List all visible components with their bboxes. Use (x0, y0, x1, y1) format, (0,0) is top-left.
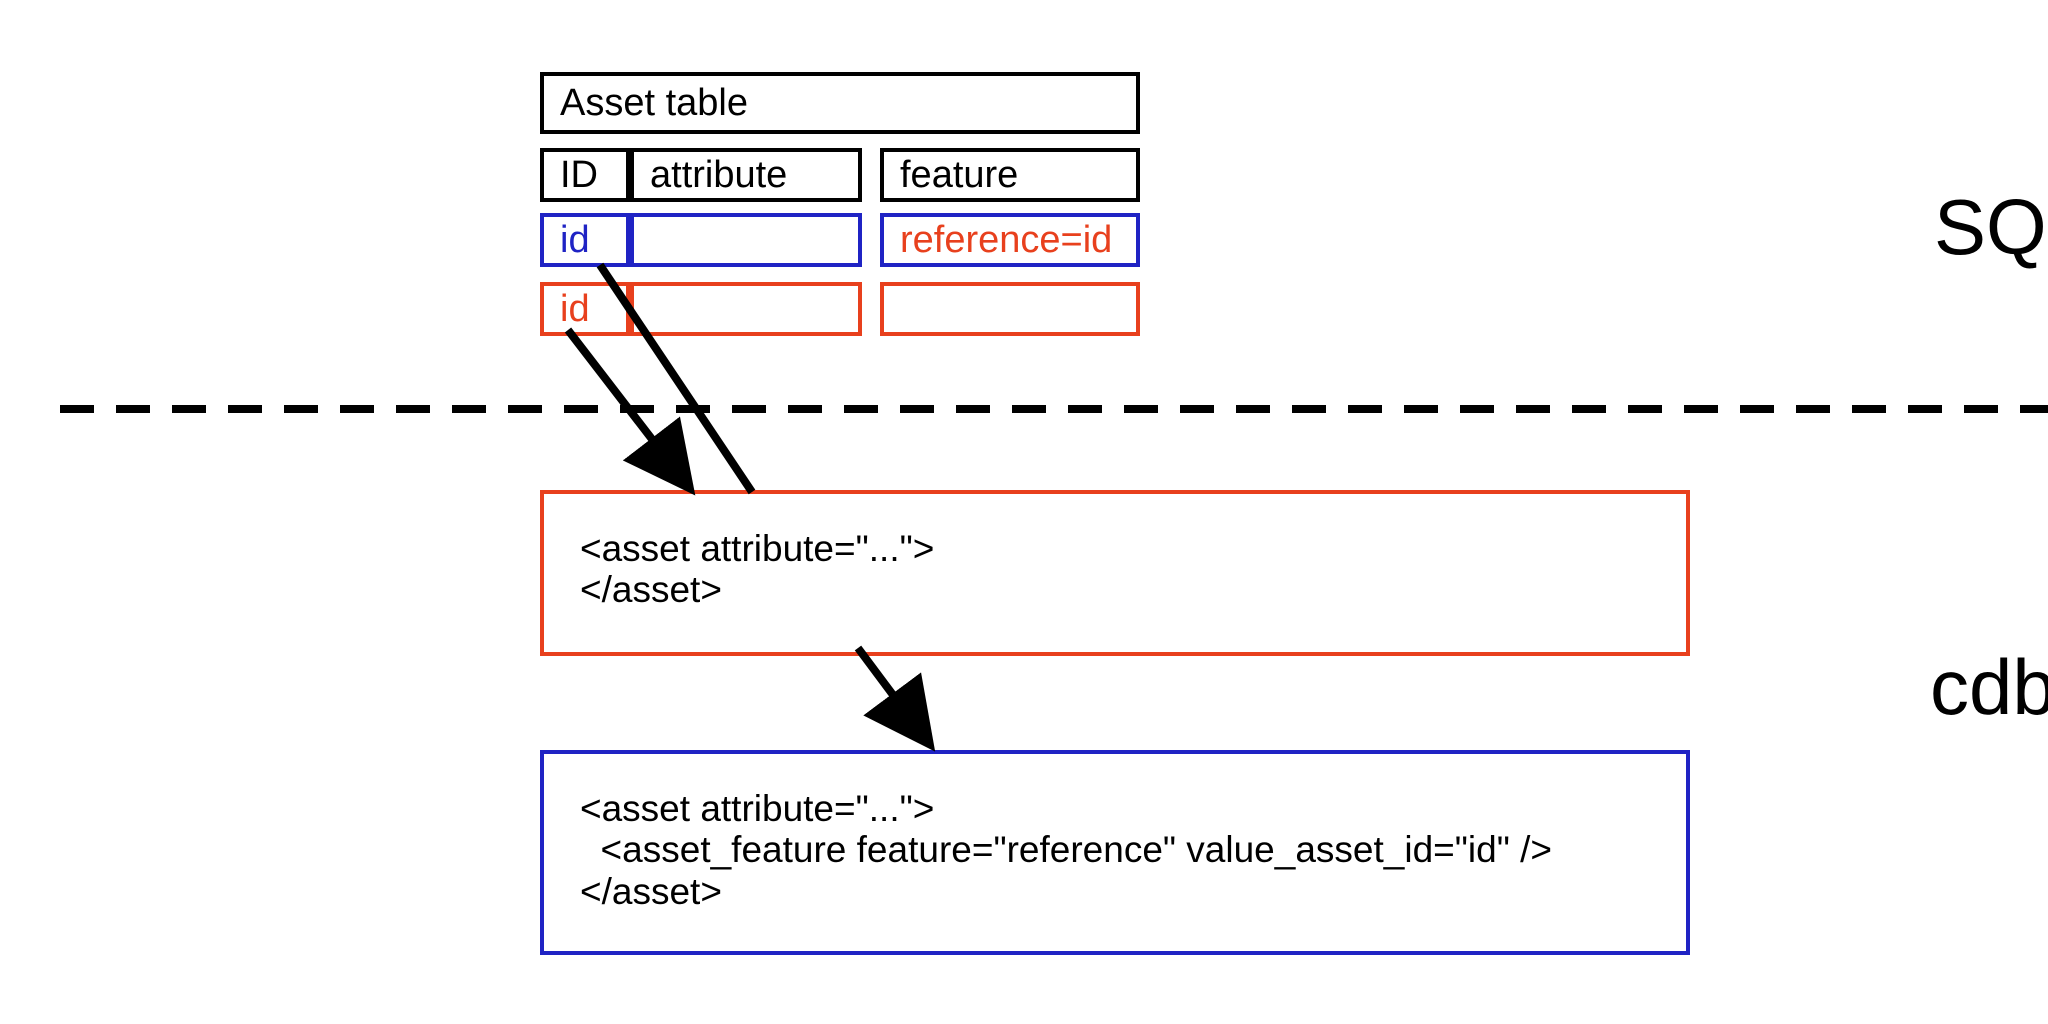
blue-asset-xml-block: <asset attribute="..."> <asset_feature f… (540, 750, 1690, 955)
row-blue-cell-id: id (540, 213, 630, 267)
row-red-cell-id: id (540, 282, 630, 336)
red-asset-xml-block: <asset attribute="..."> </asset> (540, 490, 1690, 656)
connector-red-xml-to-blue-xml (854, 645, 936, 752)
column-header-id: ID (540, 148, 630, 202)
section-label-sql: SQL (1934, 183, 2048, 271)
row-blue-cell-feature: reference=id (880, 213, 1140, 267)
row-red-cell-attribute (630, 282, 862, 336)
asset-table-title-cell: Asset table (540, 72, 1140, 134)
column-header-attribute: attribute (630, 148, 862, 202)
row-blue-cell-attribute (630, 213, 862, 267)
column-header-feature: feature (880, 148, 1140, 202)
section-label-cdb: cdb (1930, 643, 2048, 731)
row-red-cell-feature (880, 282, 1140, 336)
connector-red-id-to-red-xml (564, 327, 696, 496)
